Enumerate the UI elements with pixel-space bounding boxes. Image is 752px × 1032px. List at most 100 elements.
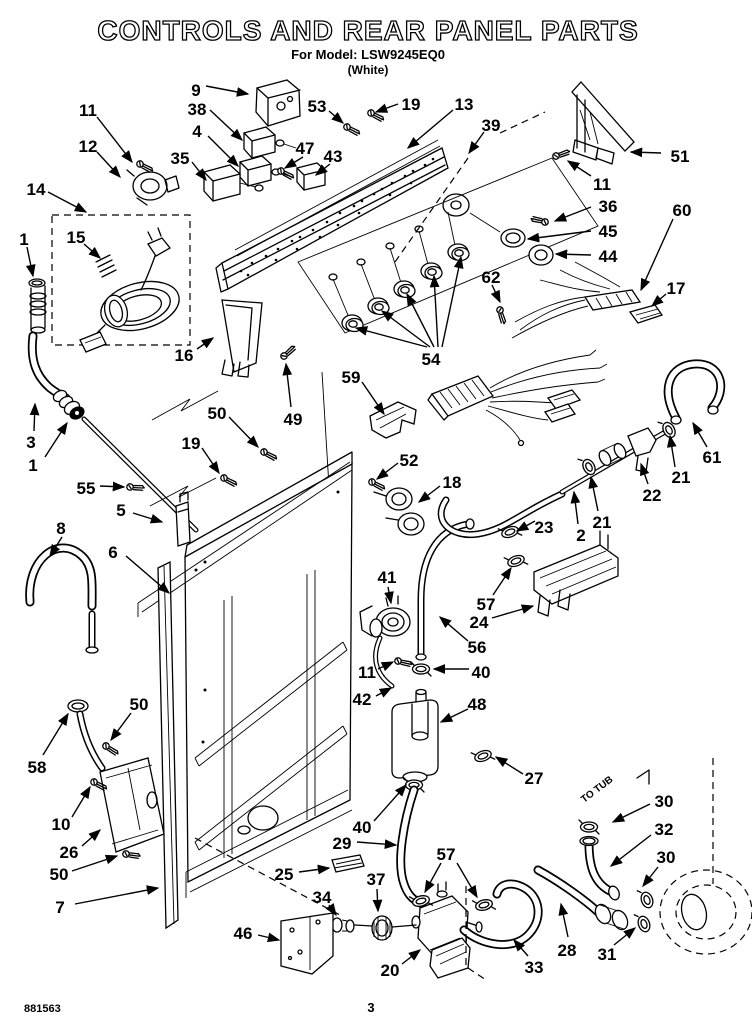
mixed-flow-group: [373, 359, 726, 543]
callout-9: 9: [191, 81, 200, 100]
callout-45: 45: [599, 222, 618, 241]
screw-11-right: [551, 148, 572, 161]
callout-61: 61: [703, 448, 722, 467]
callout-43: 43: [324, 147, 343, 166]
callout-19-b: 19: [182, 434, 201, 453]
callout-13: 13: [455, 95, 474, 114]
power-cord-group: [51, 214, 191, 353]
hinge-5: [175, 501, 191, 547]
elbow-22: [627, 427, 657, 457]
callout-15: 15: [67, 228, 86, 247]
callout-47: 47: [296, 139, 315, 158]
callout-7: 7: [55, 898, 64, 917]
bracket-24: [503, 530, 619, 617]
console-end-cap-right-51: [499, 81, 635, 165]
screw-47: [275, 165, 296, 183]
clip-59: [369, 401, 417, 439]
switch-38: [243, 126, 297, 159]
timer-switch-9: [255, 79, 301, 127]
pressure-switch-group: [359, 595, 439, 793]
screw-19-top: [365, 107, 386, 125]
timer-knob-group: [500, 213, 554, 266]
callout-34: 34: [313, 888, 332, 907]
callout-40-a: 40: [472, 663, 491, 682]
callout-39: 39: [482, 116, 501, 135]
callout-21-a: 21: [672, 468, 691, 487]
page-number: 3: [367, 1000, 374, 1015]
callout-8: 8: [56, 519, 65, 538]
callout-1-b: 1: [28, 456, 37, 475]
ring-31: [633, 910, 653, 935]
screw-49: [278, 344, 299, 362]
callout-53: 53: [308, 97, 327, 116]
callout-24: 24: [470, 613, 489, 632]
screw-50-mid: [100, 740, 120, 759]
callout-11-a: 11: [79, 101, 97, 120]
callout-30-b: 30: [657, 848, 676, 867]
callout-29: 29: [333, 834, 352, 853]
callout-12: 12: [79, 137, 98, 156]
screw-62: [495, 305, 507, 326]
callout-19-a: 19: [402, 95, 421, 114]
tub-hose-group: [533, 758, 752, 955]
callout-11-c: 11: [358, 663, 376, 682]
callout-38: 38: [188, 100, 207, 119]
callout-44: 44: [599, 247, 618, 266]
callout-30-a: 30: [655, 792, 674, 811]
rear-panel-6: [125, 390, 387, 898]
drain-hose-group: [25, 543, 165, 862]
callout-36: 36: [599, 197, 618, 216]
callout-23: 23: [535, 518, 554, 537]
to-tub-annotation: TO TUB: [579, 774, 615, 805]
screw-53: [341, 121, 362, 139]
callout-32: 32: [655, 820, 674, 839]
control-rail: [215, 139, 449, 293]
page-title: CONTROLS AND REAR PANEL PARTS: [97, 15, 638, 46]
callout-37: 37: [367, 870, 386, 889]
pressure-hose-56: [415, 518, 475, 661]
callout-28: 28: [558, 941, 577, 960]
screw-55: [125, 482, 146, 494]
callout-2: 2: [576, 526, 585, 545]
leader-arrows: [25, 85, 708, 965]
callout-40-b: 40: [353, 818, 372, 837]
callout-31: 31: [598, 945, 617, 964]
clamp-40-upper: [410, 661, 432, 677]
callout-14: 14: [27, 180, 46, 199]
callout-50-b: 50: [130, 695, 149, 714]
water-valve-group: [194, 837, 543, 981]
callout-41: 41: [378, 568, 397, 587]
switch-4: [239, 155, 293, 187]
callout-labels: 9 38 4 11 12 14 35 53 19 47 43 13 39 51 …: [19, 81, 721, 980]
callout-20: 20: [381, 961, 400, 980]
spacer-25: [331, 854, 365, 873]
callout-10: 10: [52, 815, 71, 834]
callout-6: 6: [108, 543, 117, 562]
main-wire-harness: [427, 349, 608, 447]
callout-42: 42: [353, 690, 372, 709]
callout-54: 54: [422, 350, 441, 369]
clamp-57-bracket: [503, 550, 529, 572]
screw-50-upper: [258, 446, 279, 464]
hose-29: [396, 785, 425, 908]
screw-50-lower: [121, 849, 142, 862]
callout-22: 22: [643, 486, 662, 505]
callout-17: 17: [667, 279, 686, 298]
screw-11-airtrap: [393, 655, 414, 670]
console-end-cap-left-16: [221, 299, 299, 378]
connector-17: [628, 304, 664, 324]
callout-57-a: 57: [477, 595, 496, 614]
callout-52: 52: [400, 451, 419, 470]
callout-25: 25: [275, 865, 294, 884]
callout-46: 46: [234, 924, 253, 943]
callout-62: 62: [482, 268, 501, 287]
callout-26: 26: [60, 843, 79, 862]
knob-bezels: [341, 243, 470, 333]
finish-line: (White): [348, 63, 389, 77]
clamp-57-right: [471, 895, 497, 915]
cord-plug: [147, 237, 171, 257]
clamp-27: [470, 745, 496, 767]
ring-30-side: [636, 886, 656, 911]
callout-11-b: 11: [593, 175, 611, 194]
